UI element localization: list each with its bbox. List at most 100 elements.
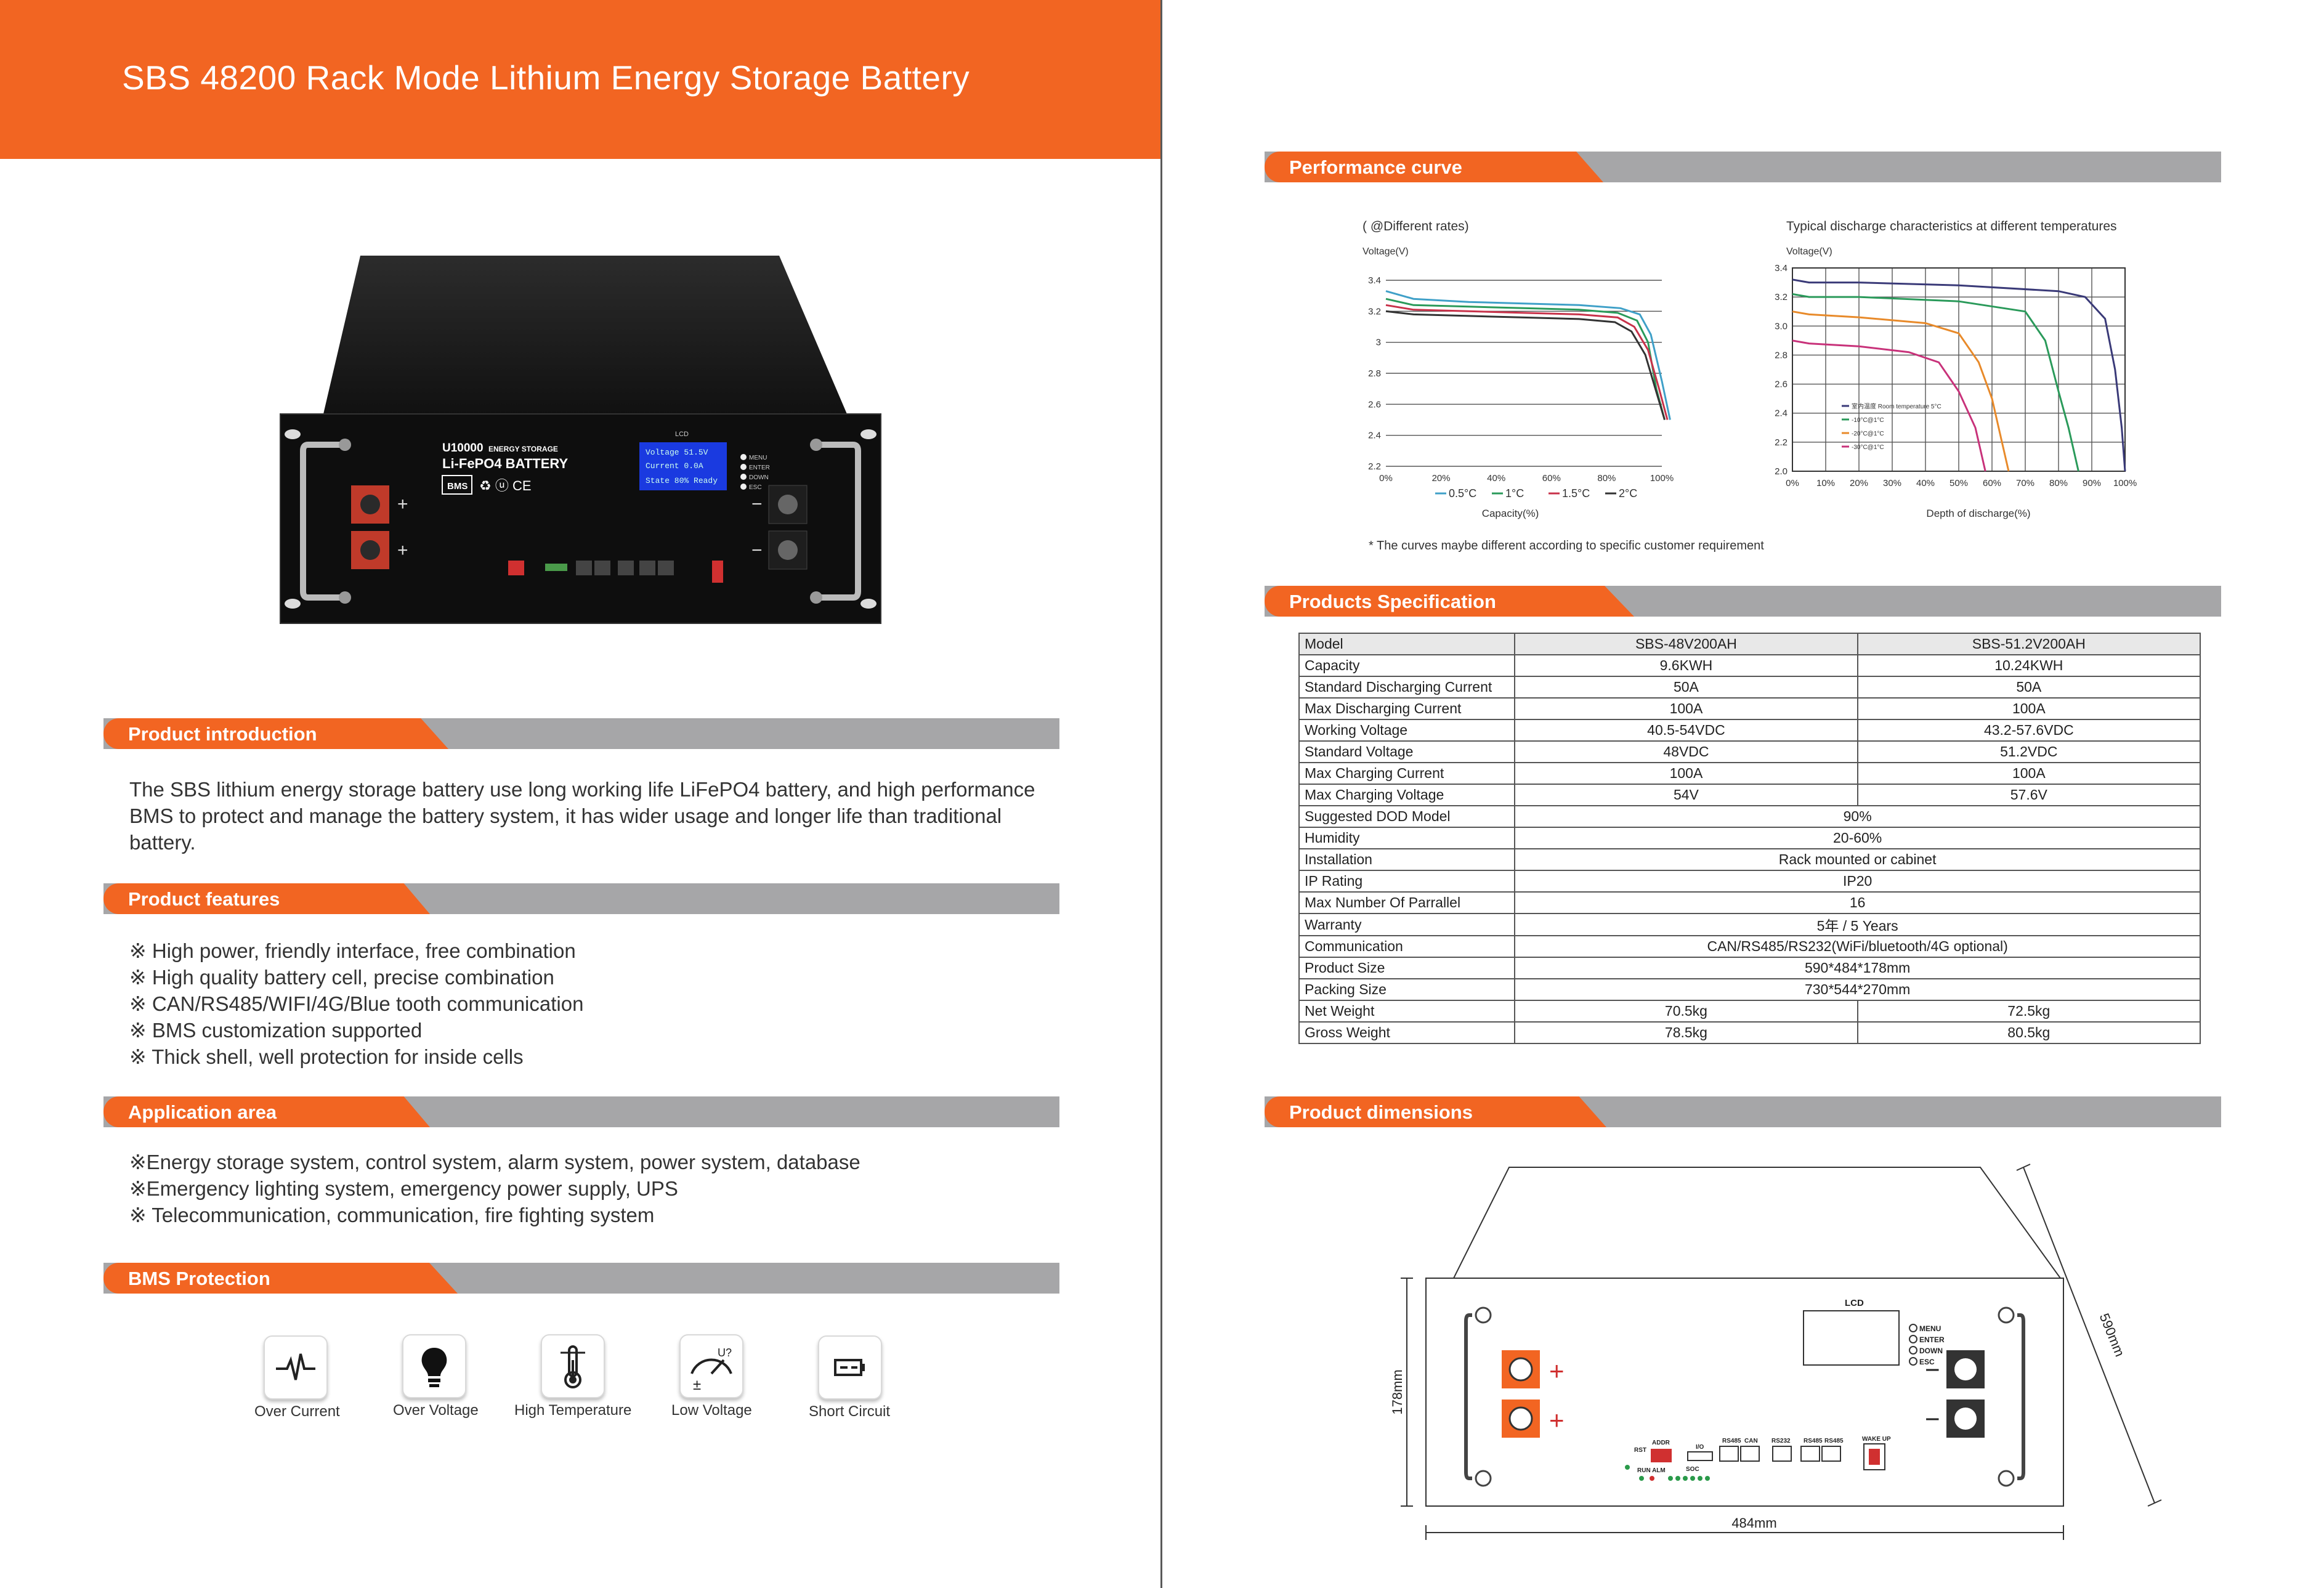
x-tick-label: 20% — [1432, 473, 1451, 484]
port — [576, 561, 592, 575]
port — [594, 561, 610, 575]
port-label: I/O — [1696, 1444, 1704, 1451]
table-cell-label: Max Discharging Current — [1298, 697, 1516, 720]
table-cell-label: Packing Size — [1298, 978, 1516, 1001]
table-cell-value: SBS-48V200AH — [1514, 633, 1858, 655]
width-label: 484mm — [1731, 1515, 1776, 1531]
table-cell-label: Max Charging Voltage — [1298, 784, 1516, 806]
port-label: RS485 — [1722, 1438, 1741, 1444]
x-tick-label: 90% — [2083, 478, 2101, 488]
y-tick-label: 2.0 — [1775, 466, 1788, 477]
y-tick-label: 2.2 — [1368, 461, 1381, 472]
table-cell-label: Capacity — [1298, 654, 1516, 677]
list-item: ※Emergency lighting system, emergency po… — [129, 1177, 678, 1200]
table-cell-label: Max Number Of Parrallel — [1298, 891, 1516, 914]
bms-label-over-voltage: Over Voltage — [393, 1402, 479, 1419]
table-cell-value: 50A — [1514, 676, 1858, 699]
intro-line: battery. — [129, 831, 196, 854]
gauge-icon: ±U? — [679, 1334, 743, 1398]
x-tick-label: 0% — [1786, 478, 1799, 488]
section-label: Application area — [128, 1101, 277, 1123]
y-tick-label: 3.4 — [1368, 275, 1381, 286]
table-cell-label: Working Voltage — [1298, 719, 1516, 742]
list-item: ※ Thick shell, well protection for insid… — [129, 1045, 524, 1068]
table-cell-value: IP20 — [1514, 870, 2201, 893]
intro-text: The SBS lithium energy storage battery u… — [129, 776, 1035, 856]
table-cell-value: SBS-51.2V200AH — [1856, 633, 2201, 655]
table-cell-value: 57.6V — [1856, 784, 2201, 806]
table-cell-label: Product Size — [1298, 957, 1516, 979]
drawing-top — [1452, 1167, 2062, 1279]
section-label: Product dimensions — [1289, 1101, 1473, 1123]
minus-sign: − — [751, 540, 763, 561]
table-cell-value: 5年 / 5 Years — [1514, 913, 2201, 936]
y-tick-label: 3.2 — [1368, 306, 1381, 317]
port-label: RS232 — [1771, 1438, 1791, 1444]
series-line — [1792, 278, 2126, 472]
table-cell-label: Max Charging Current — [1298, 762, 1516, 785]
table-cell-value: 43.2-57.6VDC — [1856, 719, 2201, 742]
x-tick-label: 100% — [2113, 478, 2137, 488]
chart-title: Typical discharge characteristics at dif… — [1786, 219, 2117, 233]
intro-line: BMS to protect and manage the battery sy… — [129, 804, 1002, 827]
x-tick-label: 60% — [1542, 473, 1561, 484]
y-tick-label: 2.6 — [1775, 379, 1788, 390]
port-label: RS485 — [1804, 1438, 1823, 1444]
y-tick-label: 2.6 — [1368, 399, 1381, 410]
battery-product-image: + + − − U10000 ENERGY STORAGE Li-FePO4 B… — [280, 256, 881, 624]
enter-button-label: ENTER — [1919, 1335, 1945, 1344]
section-label: Product introduction — [128, 723, 317, 745]
x-axis-label: Depth of discharge(%) — [1926, 508, 2030, 519]
table-cell-label: Standard Discharging Current — [1298, 676, 1516, 699]
list-item: ※ BMS customization supported — [129, 1019, 423, 1042]
table-cell-value: 9.6KWH — [1514, 654, 1858, 677]
table-cell-label: Humidity — [1298, 827, 1516, 849]
lcd-label: LCD — [675, 431, 689, 438]
plus-sign: + — [1549, 1406, 1565, 1435]
table-cell-label: Installation — [1298, 848, 1516, 871]
drawing-lcd — [1803, 1310, 1900, 1366]
chart-temperature-discharge: Typical discharge characteristics at dif… — [1775, 219, 2137, 519]
table-cell-value: 40.5-54VDC — [1514, 719, 1858, 742]
page-divider — [1160, 0, 1162, 1588]
port — [658, 561, 674, 575]
legend-entry: 2°C — [1619, 487, 1637, 500]
series-line — [1385, 310, 1666, 420]
mount-hole — [860, 429, 877, 439]
brand-line1: U10000 — [442, 442, 484, 455]
legend-entry: -10°C@1°C — [1852, 417, 1884, 424]
table-cell-value: CAN/RS485/RS232(WiFi/bluetooth/4G option… — [1514, 935, 2201, 958]
x-tick-label: 80% — [1597, 473, 1616, 484]
minus-sign: − — [1925, 1355, 1940, 1384]
table-cell-value: 50A — [1856, 676, 2201, 699]
table-cell-value: 10.24KWH — [1856, 654, 2201, 677]
battery-top-cover — [323, 256, 847, 414]
table-cell-value: 590*484*178mm — [1514, 957, 2201, 979]
x-tick-label: 20% — [1850, 478, 1868, 488]
x-tick-label: 50% — [1949, 478, 1968, 488]
table-cell-label: Suggested DOD Model — [1298, 805, 1516, 828]
table-cell-value: 100A — [1856, 762, 2201, 785]
drawing-addr-switch — [1651, 1449, 1672, 1462]
y-tick-label: 2.2 — [1775, 437, 1788, 448]
table-cell-value: 100A — [1514, 697, 1858, 720]
table-cell-value: 48VDC — [1514, 740, 1858, 763]
battery-short-icon — [818, 1335, 882, 1400]
y-axis-label: Voltage(V) — [1362, 246, 1409, 257]
legend-entry: -20°C@1°C — [1852, 431, 1884, 437]
section-label: Product features — [128, 888, 280, 910]
bms-label-short-circuit: Short Circuit — [809, 1403, 891, 1420]
lcd-line: Voltage 51.5V — [646, 448, 708, 457]
